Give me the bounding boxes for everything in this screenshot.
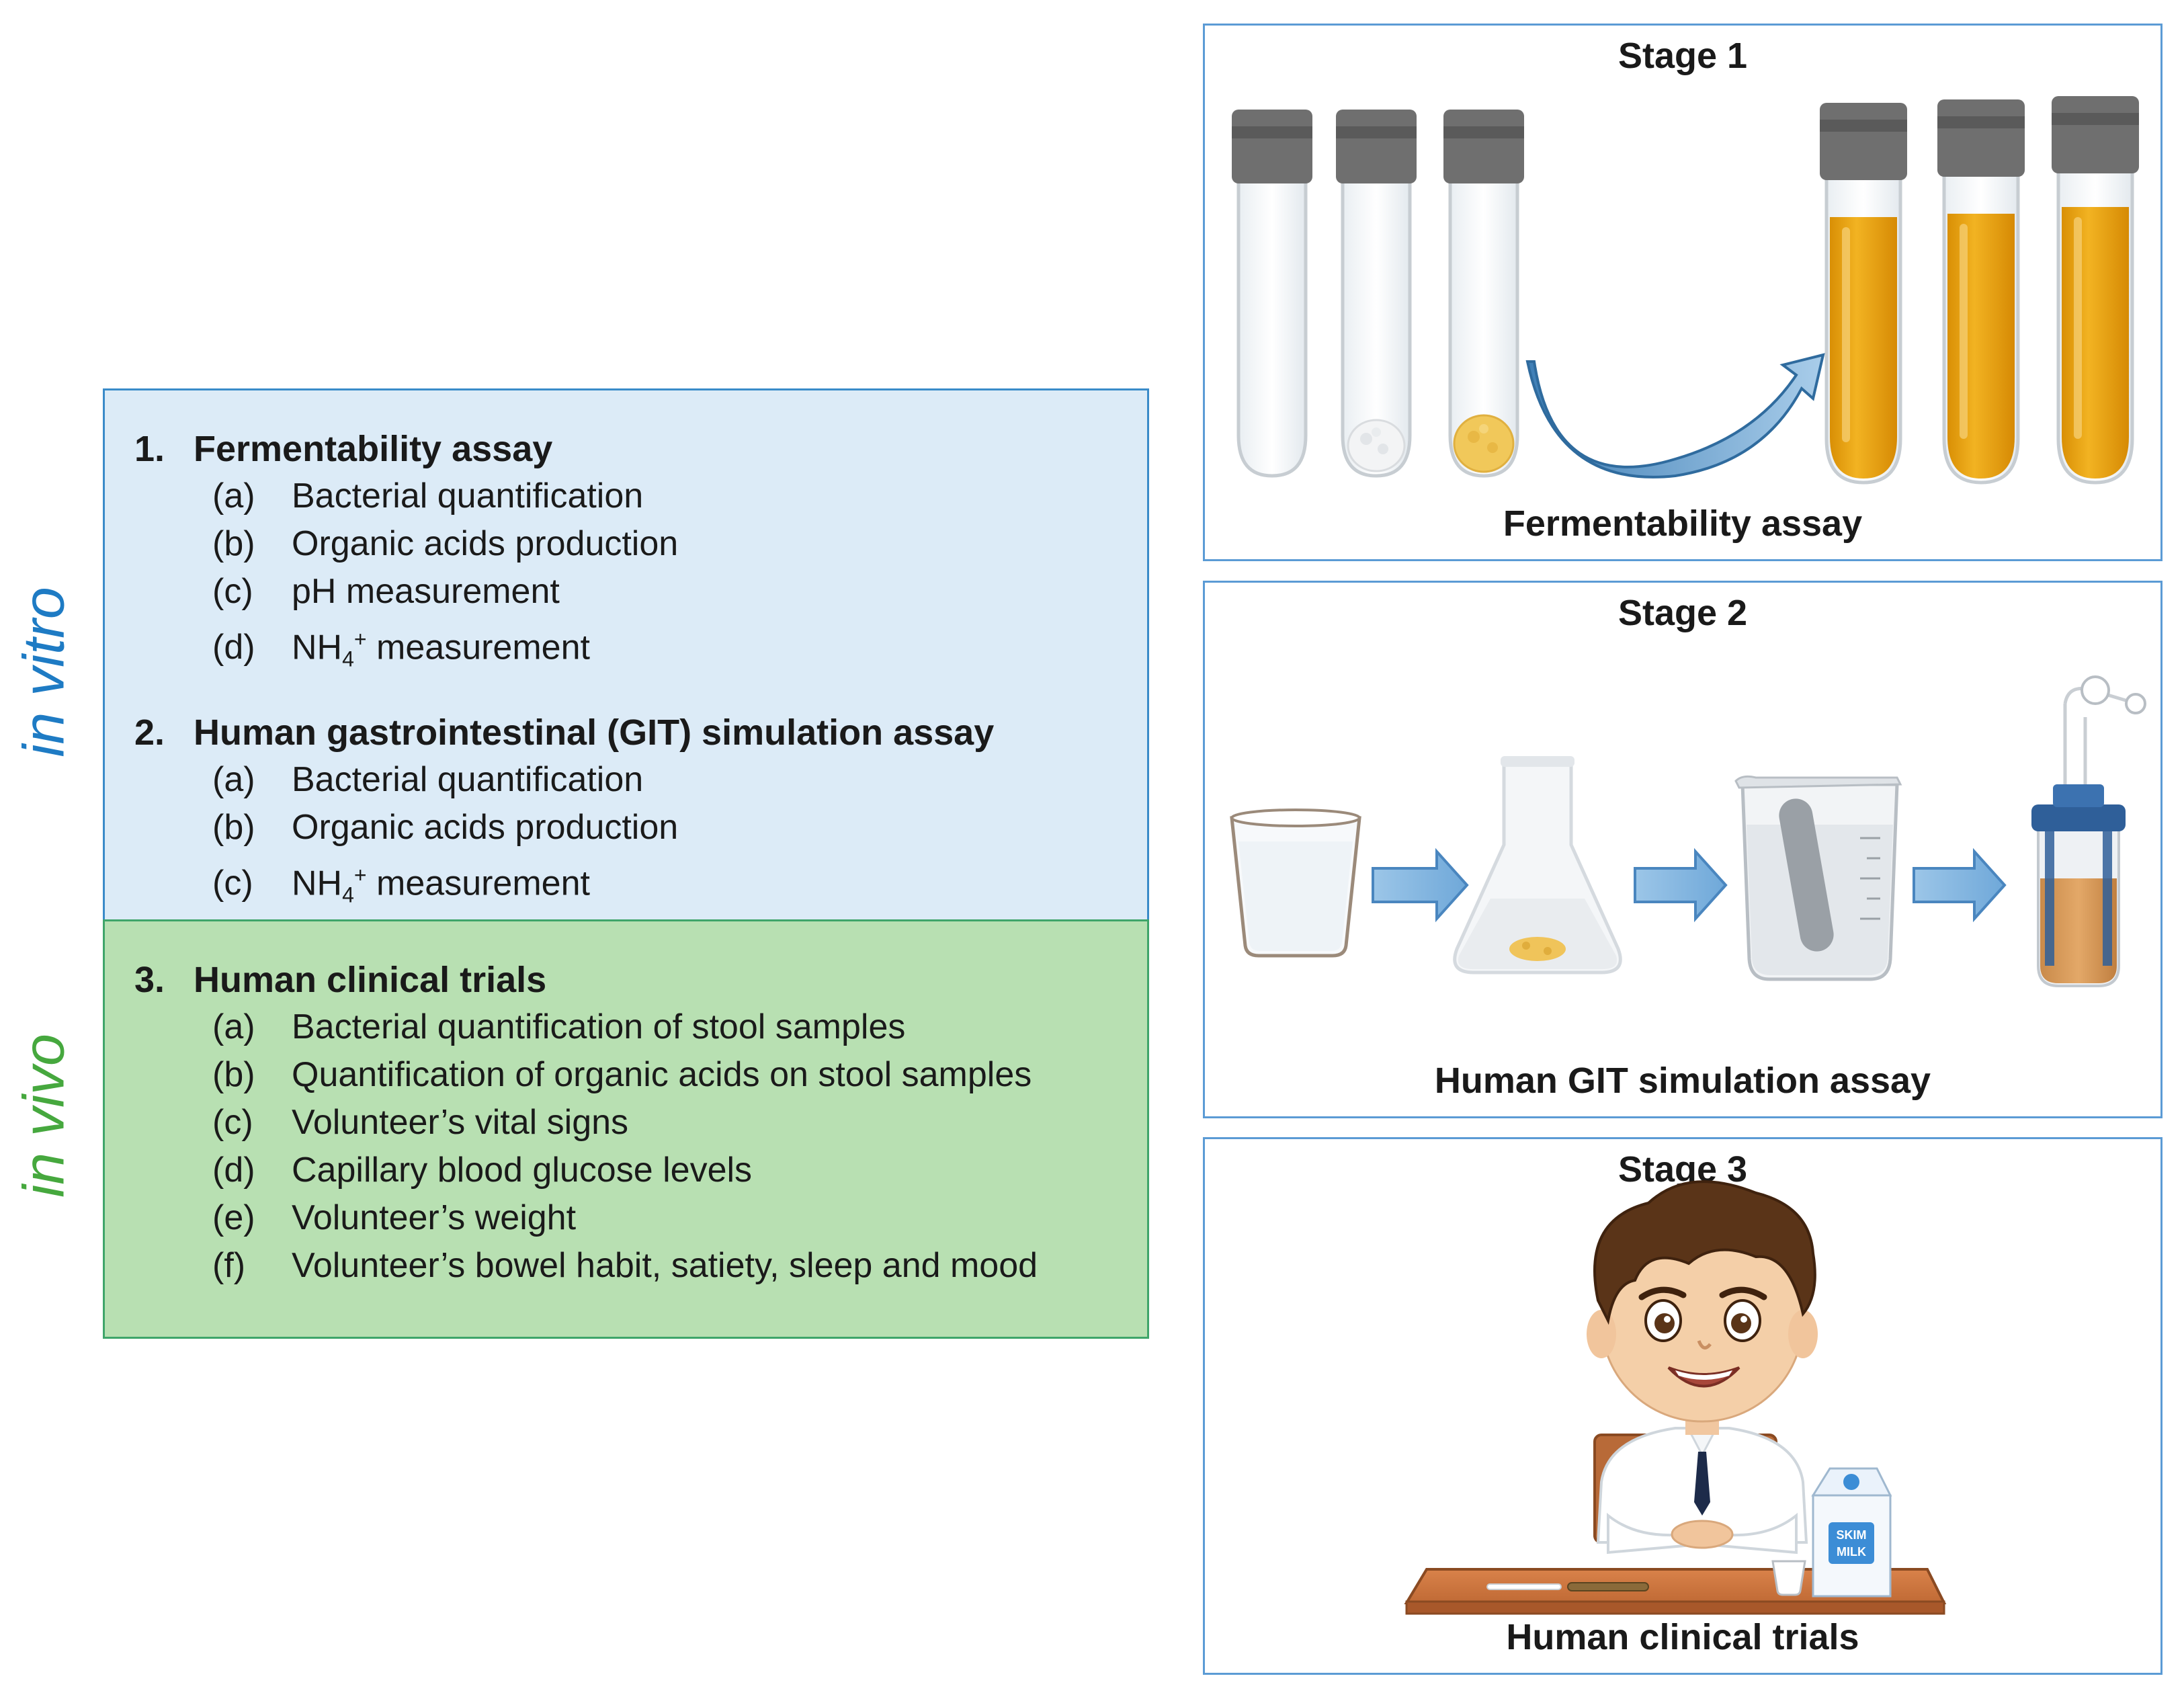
tube-with-yellow-powder-icon (1443, 110, 1524, 478)
right-arrow-icon (1913, 847, 2007, 923)
git-simulation-illustration (1230, 675, 2146, 987)
water-glass-icon (1230, 809, 1361, 958)
empty-tube-icon (1232, 110, 1312, 478)
right-arrow-icon (1372, 847, 1469, 923)
milk-label-line2: MILK (1837, 1545, 1866, 1559)
list-item: (c)Volunteer’s vital signs (212, 1103, 629, 1142)
milk-carton-icon: SKIM MILK (1811, 1467, 1892, 1598)
stage-title: Stage 2 (1618, 593, 1748, 633)
list-item: (f)Volunteer’s bowel habit, satiety, sle… (212, 1246, 1038, 1285)
curved-arrow-icon (1525, 353, 1825, 479)
fermented-tube-icon (1937, 99, 2025, 485)
section-fermentability: 1.Fermentability assay (a)Bacterial quan… (134, 425, 679, 671)
in-vitro-box: 1.Fermentability assay (a)Bacterial quan… (103, 388, 1149, 919)
list-item: (b)Organic acids production (212, 524, 679, 563)
lancet-icon (1567, 1582, 1649, 1591)
list-item: (a)Bacterial quantification of stool sam… (212, 1007, 906, 1046)
section-title: 2.Human gastrointestinal (GIT) simulatio… (134, 712, 995, 753)
tube-with-white-powder-icon (1336, 110, 1417, 478)
stage-caption: Human clinical trials (1506, 1617, 1859, 1657)
fermentability-illustration (1232, 96, 2139, 485)
fermented-tube-icon (1820, 103, 1907, 485)
table-icon (1404, 1568, 1947, 1615)
stage-3-panel: Stage 3 (1203, 1137, 2162, 1675)
clinical-trial-illustration: SKIM MILK (1404, 1180, 1947, 1615)
section-title: 1.Fermentability assay (134, 429, 553, 469)
student-icon (1587, 1180, 1818, 1555)
list-item: (b)Organic acids production (212, 808, 679, 847)
list-item: (c)NH4+ measurement (212, 863, 590, 907)
flask-icon (1453, 756, 1622, 975)
in-vivo-box: 3.Human clinical trials (a)Bacterial qua… (103, 919, 1149, 1339)
list-item: (a)Bacterial quantification (212, 476, 644, 515)
stage-1-panel: Stage 1 (1203, 24, 2162, 561)
cup-icon (1771, 1560, 1806, 1596)
stage-caption: Fermentability assay (1503, 503, 1863, 544)
section-title: 3.Human clinical trials (134, 960, 547, 1000)
bioreactor-icon (2031, 675, 2146, 987)
right-arrow-icon (1634, 847, 1728, 923)
section-git-simulation: 2.Human gastrointestinal (GIT) simulatio… (134, 709, 995, 907)
test-strip-icon (1486, 1583, 1562, 1590)
stage-2-panel: Stage 2 (1203, 581, 2162, 1118)
list-item: (b)Quantification of organic acids on st… (212, 1055, 1032, 1094)
list-item: (d)Capillary blood glucose levels (212, 1151, 753, 1190)
stage-caption: Human GIT simulation assay (1434, 1061, 1931, 1101)
fermented-tube-icon (2052, 96, 2139, 485)
section-clinical-trials: 3.Human clinical trials (a)Bacterial qua… (134, 956, 1038, 1290)
stage-title: Stage 1 (1618, 36, 1748, 76)
list-item: (c)pH measurement (212, 572, 560, 611)
list-item: (d)NH4+ measurement (212, 627, 590, 671)
milk-label-line1: SKIM (1837, 1528, 1867, 1542)
list-item: (e)Volunteer’s weight (212, 1198, 577, 1237)
beaker-icon (1734, 775, 1902, 981)
list-item: (a)Bacterial quantification (212, 760, 644, 799)
